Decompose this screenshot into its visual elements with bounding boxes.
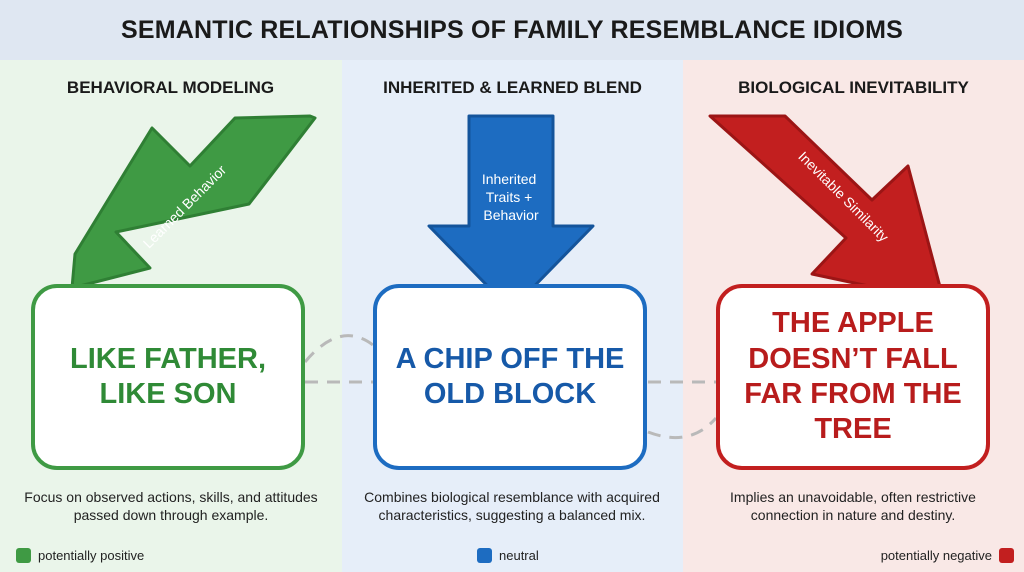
legend-positive: potentially positive	[16, 548, 144, 563]
description-blend: Combines biological resemblance with acq…	[364, 489, 660, 524]
idiom-chip-off-the-old-block: A CHIP OFF THE OLD BLOCK	[395, 342, 625, 410]
idiom-apple-doesnt-fall: THE APPLE DOESN’T FALL FAR FROM THE TREE	[744, 307, 962, 446]
legend-positive-label: potentially positive	[38, 548, 145, 563]
blue-swatch-icon	[477, 548, 492, 563]
blue-arrow-label-line-3: Behavior	[483, 207, 539, 223]
legend-neutral-label: neutral	[499, 548, 539, 563]
heading-biological-inevitability: BIOLOGICAL INEVITABILITY	[738, 78, 969, 97]
red-arrow-icon	[708, 114, 946, 304]
legend-neutral: neutral	[477, 548, 539, 563]
idiom-box-like-father: LIKE FATHER, LIKE SON	[31, 284, 305, 470]
red-swatch-icon	[999, 548, 1014, 563]
idiom-like-father-like-son: LIKE FATHER, LIKE SON	[69, 342, 267, 410]
description-behavioral: Focus on observed actions, skills, and a…	[24, 489, 318, 524]
legend-negative: potentially negative	[881, 548, 1014, 563]
page-title: SEMANTIC RELATIONSHIPS OF FAMILY RESEMBL…	[120, 15, 903, 44]
idiom-box-apple: THE APPLE DOESN’T FALL FAR FROM THE TREE	[716, 284, 990, 470]
green-swatch-icon	[16, 548, 31, 563]
heading-inherited-learned-blend: INHERITED & LEARNED BLEND	[383, 78, 642, 97]
heading-behavioral-modeling: BEHAVIORAL MODELING	[66, 78, 275, 97]
description-biological: Implies an unavoidable, often restrictiv…	[730, 489, 976, 524]
idiom-box-chip-off: A CHIP OFF THE OLD BLOCK	[373, 284, 647, 470]
blue-arrow-label-line-1: Inherited	[482, 171, 536, 187]
title-bar: SEMANTIC RELATIONSHIPS OF FAMILY RESEMBL…	[0, 0, 1024, 60]
blue-arrow-icon	[427, 114, 595, 312]
connector-left-mid-top	[303, 334, 374, 363]
blue-arrow-label: Inherited Traits + Behavior	[482, 171, 540, 223]
blue-arrow-label-line-2: Traits +	[486, 189, 533, 205]
legend-negative-label: potentially negative	[880, 548, 992, 563]
connector-mid-right-bottom	[647, 417, 718, 440]
